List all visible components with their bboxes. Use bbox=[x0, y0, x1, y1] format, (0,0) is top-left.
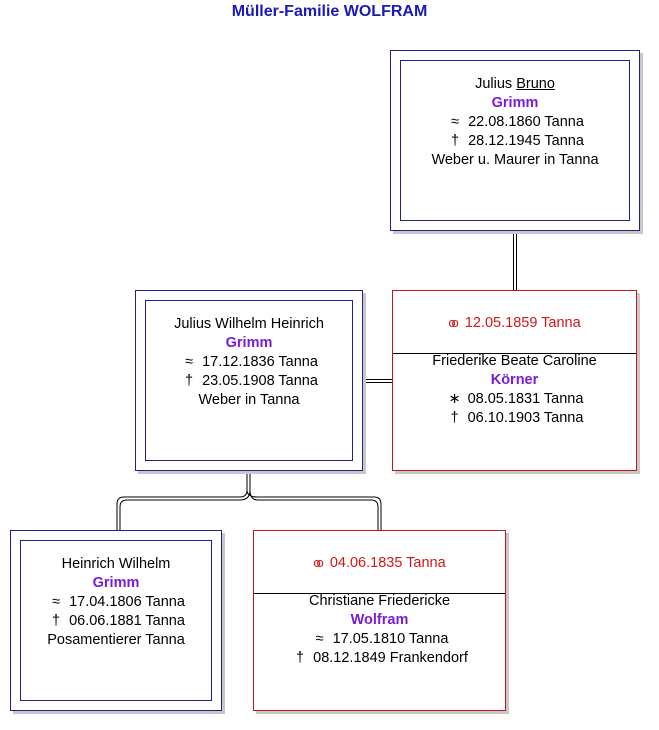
person-given-name: Heinrich Wilhelm bbox=[61, 556, 171, 572]
inner-frame bbox=[20, 540, 212, 701]
person-details: Heinrich Wilhelm Grimm ≈ 17.04.1806 Tann… bbox=[11, 555, 221, 650]
connector-marriage-line-2 bbox=[363, 382, 392, 383]
spouse-box-friederike-koerner[interactable]: oo 12.05.1859 Tanna Friederike Beate Car… bbox=[392, 290, 637, 471]
death-cross-icon: † bbox=[450, 410, 459, 426]
person-details: Julius Wilhelm Heinrich Grimm ≈ 17.12.18… bbox=[136, 315, 362, 410]
person-box-julius-bruno[interactable]: Julius Bruno Grimm ≈ 22.08.1860 Tanna † … bbox=[390, 50, 640, 231]
baptism-icon: ≈ bbox=[315, 631, 324, 647]
person-surname: Grimm bbox=[92, 575, 140, 591]
person-baptism: ≈ 22.08.1860 Tanna bbox=[391, 113, 639, 132]
marriage-date: oo 12.05.1859 Tanna bbox=[448, 315, 581, 331]
connector-marriage-line bbox=[363, 379, 392, 380]
spouse-box-christiane-wolfram[interactable]: oo 04.06.1835 Tanna Christiane Friederic… bbox=[253, 530, 506, 711]
baptism-icon: ≈ bbox=[185, 354, 194, 370]
death-cross-icon: † bbox=[185, 373, 194, 389]
marriage-date: oo 04.06.1835 Tanna bbox=[313, 555, 446, 571]
divider bbox=[393, 353, 636, 354]
person-baptism: ≈ 17.04.1806 Tanna bbox=[11, 593, 221, 612]
connector-top-vertical-2 bbox=[516, 231, 517, 290]
person-occupation: Weber in Tanna bbox=[198, 392, 300, 408]
connector-top-vertical bbox=[513, 231, 514, 290]
birth-star-icon: ∗ bbox=[448, 391, 461, 407]
person-occupation: Posamentierer Tanna bbox=[47, 632, 185, 648]
person-given-name: Julius Wilhelm Heinrich bbox=[174, 316, 324, 332]
person-given-name: Julius Bruno bbox=[475, 76, 555, 92]
person-surname: Körner bbox=[490, 372, 539, 388]
person-details: Friederike Beate Caroline Körner ∗ 08.05… bbox=[393, 352, 636, 428]
person-birth: ∗ 08.05.1831 Tanna bbox=[393, 390, 636, 409]
death-cross-icon: † bbox=[451, 133, 460, 149]
divider bbox=[254, 593, 505, 594]
inner-frame bbox=[145, 300, 353, 461]
person-surname: Grimm bbox=[491, 95, 539, 111]
death-cross-icon: † bbox=[52, 613, 61, 629]
marriage-rings-icon: oo bbox=[313, 555, 324, 570]
person-occupation: Weber u. Maurer in Tanna bbox=[431, 152, 599, 168]
inner-frame bbox=[400, 60, 630, 221]
marriage-rings-icon: oo bbox=[448, 315, 459, 330]
person-details: Julius Bruno Grimm ≈ 22.08.1860 Tanna † … bbox=[391, 75, 639, 170]
person-given-name: Christiane Friedericke bbox=[308, 593, 451, 609]
baptism-icon: ≈ bbox=[451, 114, 460, 130]
person-surname: Grimm bbox=[225, 335, 273, 351]
person-death: † 06.06.1881 Tanna bbox=[11, 612, 221, 631]
person-given-name: Friederike Beate Caroline bbox=[432, 353, 597, 369]
person-death: † 08.12.1849 Frankendorf bbox=[254, 649, 505, 668]
person-box-heinrich-wilhelm[interactable]: Heinrich Wilhelm Grimm ≈ 17.04.1806 Tann… bbox=[10, 530, 222, 711]
person-death: † 23.05.1908 Tanna bbox=[136, 372, 362, 391]
person-box-julius-wilhelm-heinrich[interactable]: Julius Wilhelm Heinrich Grimm ≈ 17.12.18… bbox=[135, 290, 363, 471]
person-baptism: ≈ 17.05.1810 Tanna bbox=[254, 630, 505, 649]
person-surname: Wolfram bbox=[350, 612, 409, 628]
page-title: Müller-Familie WOLFRAM bbox=[231, 3, 428, 20]
person-death: † 28.12.1945 Tanna bbox=[391, 132, 639, 151]
person-details: Christiane Friedericke Wolfram ≈ 17.05.1… bbox=[254, 592, 505, 668]
death-cross-icon: † bbox=[296, 650, 305, 666]
baptism-icon: ≈ bbox=[52, 594, 61, 610]
person-death: † 06.10.1903 Tanna bbox=[393, 409, 636, 428]
person-baptism: ≈ 17.12.1836 Tanna bbox=[136, 353, 362, 372]
